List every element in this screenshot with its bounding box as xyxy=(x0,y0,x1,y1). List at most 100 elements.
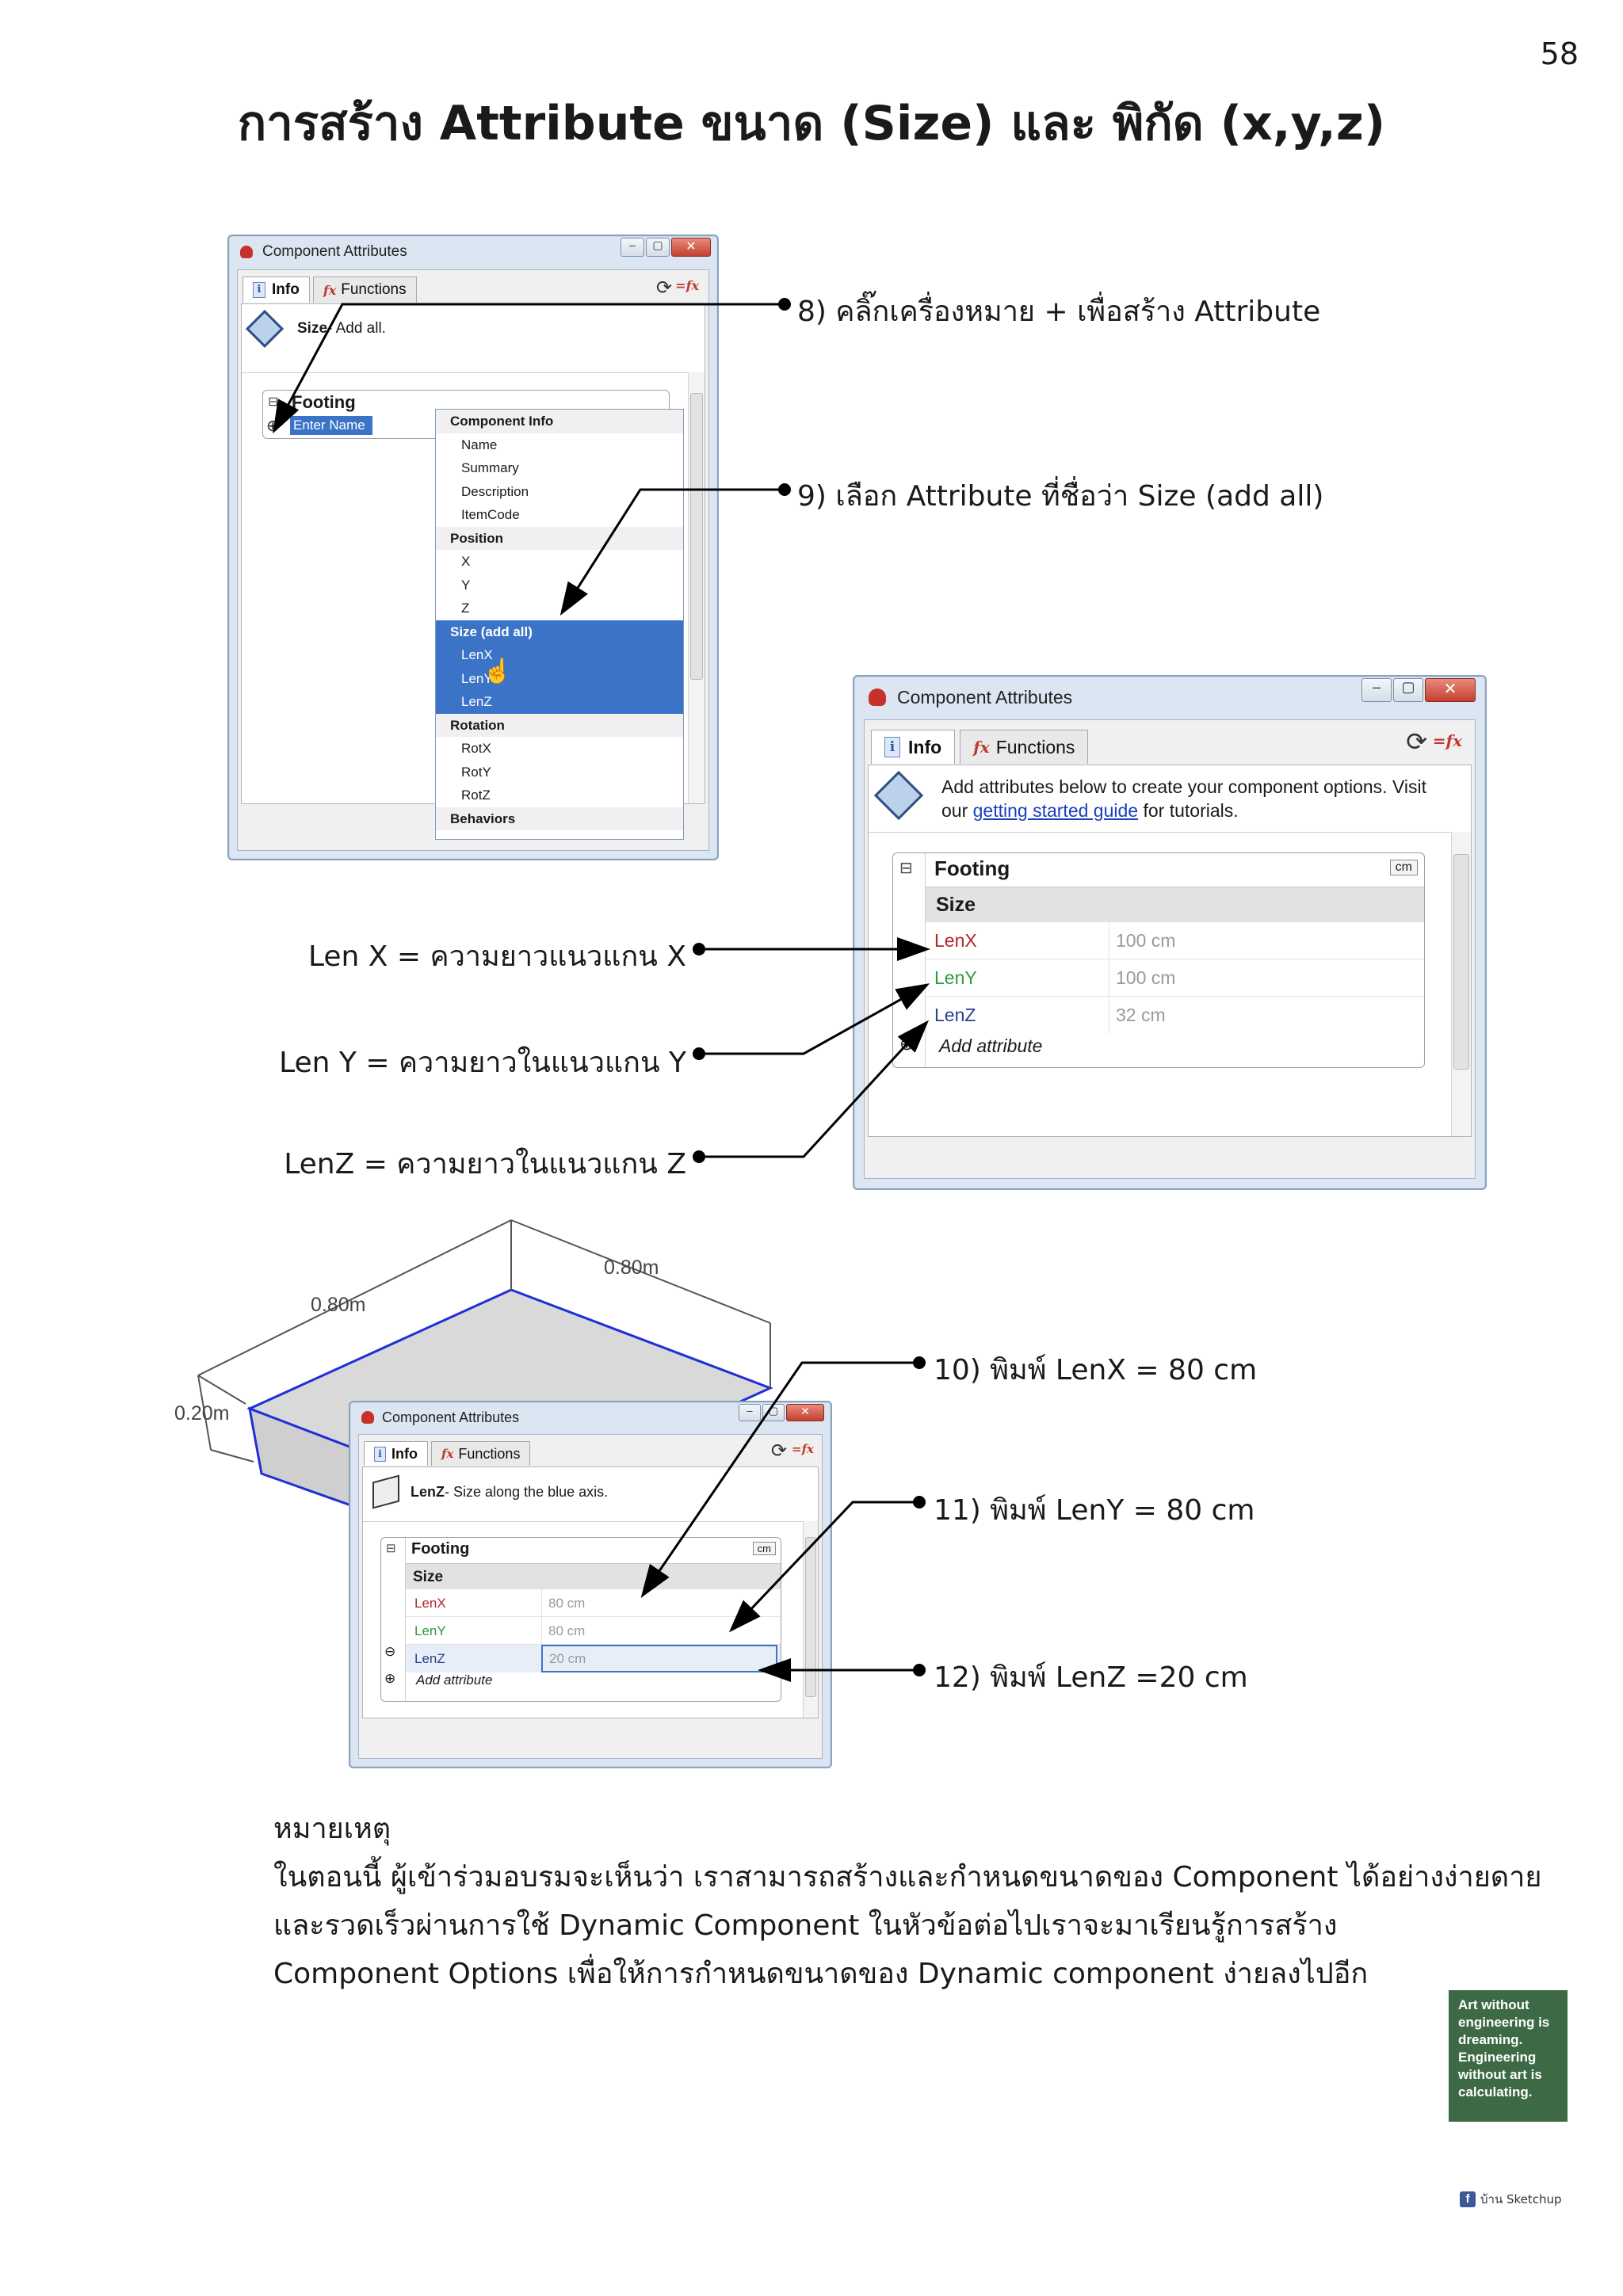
menu-item[interactable]: Summary xyxy=(461,460,519,475)
menu-item[interactable]: Z xyxy=(461,601,470,616)
attribute-value[interactable]: 80 cm xyxy=(541,1617,777,1645)
collapse-icon[interactable]: ⊟ xyxy=(268,395,279,409)
callout-step-10: 10) พิมพ์ LenX = 80 cm xyxy=(934,1354,1258,1386)
menu-item[interactable]: RotY xyxy=(461,764,491,780)
menu-item[interactable]: LenX xyxy=(436,643,683,667)
attribute-row[interactable]: LenZ 32 cm xyxy=(925,996,1424,1034)
menu-item[interactable]: Y xyxy=(461,577,471,593)
minimize-button[interactable]: – xyxy=(1361,678,1392,702)
scrollbar[interactable] xyxy=(1451,832,1471,1136)
component-attributes-dialog-1: Component Attributes – ▢ ✕ i Info fx Fun… xyxy=(227,235,719,860)
attribute-value[interactable]: 20 cm xyxy=(541,1645,777,1672)
remove-attribute-icon[interactable]: ⊖ xyxy=(384,1644,396,1659)
info-icon: i xyxy=(253,282,265,298)
menu-section-header[interactable]: Position xyxy=(436,526,683,550)
add-attribute-label[interactable]: Add attribute xyxy=(939,1035,1043,1056)
tab-info[interactable]: i Info xyxy=(871,730,956,764)
add-attribute-icon[interactable]: ⊕ xyxy=(899,1034,915,1054)
menu-item[interactable]: X xyxy=(461,554,471,569)
collapse-icon[interactable]: ⊟ xyxy=(899,860,913,877)
menu-section-header[interactable]: Component Info xyxy=(436,410,683,433)
attribute-row[interactable]: LenZ 20 cm xyxy=(405,1644,781,1672)
toggle-formula-icon[interactable]: =fx xyxy=(1432,731,1462,750)
page-title: การสร้าง Attribute ขนาด (Size) และ พิกัด… xyxy=(237,96,1386,151)
refresh-icon[interactable]: ⟳ xyxy=(1406,727,1427,756)
cube-icon xyxy=(372,1474,399,1509)
component-icon xyxy=(873,770,924,821)
menu-section-header[interactable]: Rotation xyxy=(436,713,683,737)
menu-item[interactable]: RotX xyxy=(461,741,491,756)
attribute-value[interactable]: 100 cm xyxy=(1109,922,1421,959)
hint-text: Add attributes below to create your comp… xyxy=(941,776,1426,821)
menu-section-header[interactable]: Behaviors xyxy=(436,807,683,830)
sketchup-app-icon xyxy=(361,1411,374,1424)
add-attribute-icon[interactable]: ⊕ xyxy=(266,418,280,435)
dimension-label-a: 0.80m xyxy=(311,1294,365,1316)
dimension-label-height: 0.20m xyxy=(174,1402,229,1425)
window-title: Component Attributes xyxy=(382,1409,520,1425)
minimize-button[interactable]: – xyxy=(621,238,644,257)
minimize-button[interactable]: – xyxy=(739,1404,761,1421)
attribute-value[interactable]: 32 cm xyxy=(1109,997,1421,1034)
collapse-icon[interactable]: ⊟ xyxy=(386,1542,396,1555)
note-line-3: Component Options เพื่อให้การกำหนดขนาดขอ… xyxy=(273,1958,1369,1990)
group-name: Footing xyxy=(934,856,1010,880)
close-button[interactable]: ✕ xyxy=(671,238,711,257)
menu-item[interactable]: Description xyxy=(461,483,529,499)
menu-item[interactable]: LenY xyxy=(436,666,683,690)
toggle-formula-icon[interactable]: =fx xyxy=(675,278,699,293)
close-button[interactable]: ✕ xyxy=(786,1404,824,1421)
attribute-name: LenY xyxy=(414,1623,446,1638)
attribute-name: LenZ xyxy=(414,1650,445,1666)
group-name: Footing xyxy=(411,1540,470,1558)
unit-badge[interactable]: cm xyxy=(752,1542,776,1555)
callout-step-11: 11) พิมพ์ LenY = 80 cm xyxy=(934,1494,1255,1527)
hint-text: - Add all. xyxy=(327,320,386,337)
refresh-icon[interactable]: ⟳ xyxy=(655,277,672,299)
tab-functions-label: Functions xyxy=(995,736,1075,757)
menu-item[interactable]: Name xyxy=(461,437,498,452)
tab-functions[interactable]: fx Functions xyxy=(312,277,417,303)
callout-step-12: 12) พิมพ์ LenZ =20 cm xyxy=(934,1661,1248,1694)
add-attribute-label[interactable]: Add attribute xyxy=(416,1672,493,1688)
tab-info[interactable]: i Info xyxy=(364,1441,428,1466)
attribute-value[interactable]: 100 cm xyxy=(1109,959,1421,997)
attribute-value[interactable]: 80 cm xyxy=(541,1589,777,1617)
maximize-button[interactable]: ▢ xyxy=(646,238,670,257)
section-header: Size xyxy=(413,1569,444,1585)
menu-item[interactable]: LenZ xyxy=(436,690,683,714)
tab-info[interactable]: i Info xyxy=(242,277,310,303)
scrollbar[interactable] xyxy=(803,1521,818,1718)
hint-text-end: for tutorials. xyxy=(1138,800,1239,821)
refresh-icon[interactable]: ⟳ xyxy=(770,1440,787,1462)
maximize-button[interactable]: ▢ xyxy=(1393,678,1423,702)
label-len-z: LenZ = ความยาวในแนวแกน Z xyxy=(284,1148,686,1180)
close-button[interactable]: ✕ xyxy=(1425,678,1476,702)
attribute-name-input[interactable]: Enter Name xyxy=(290,416,372,435)
tab-functions[interactable]: fx Functions xyxy=(960,730,1089,764)
maximize-button[interactable]: ▢ xyxy=(762,1404,785,1421)
sketchup-app-icon xyxy=(240,246,253,258)
tab-info-label: Info xyxy=(908,736,942,757)
unit-badge[interactable]: cm xyxy=(1389,860,1418,875)
facebook-footer[interactable]: f บ้าน Sketchup xyxy=(1460,2190,1562,2209)
menu-section-header[interactable]: Size (add all) xyxy=(436,620,683,643)
info-icon: i xyxy=(884,737,900,757)
add-attribute-icon[interactable]: ⊕ xyxy=(384,1671,396,1686)
attribute-row[interactable]: LenY 80 cm xyxy=(405,1616,781,1645)
page-number: 58 xyxy=(1540,36,1579,71)
toggle-formula-icon[interactable]: =fx xyxy=(792,1442,814,1456)
component-attributes-dialog-2: Component Attributes – ▢ ✕ i Info fx Fun… xyxy=(853,675,1487,1190)
menu-item[interactable]: RotZ xyxy=(461,788,491,803)
tab-functions[interactable]: fx Functions xyxy=(431,1441,531,1466)
menu-item[interactable]: ItemCode xyxy=(461,507,520,522)
scrollbar[interactable] xyxy=(688,372,705,803)
hint-bold: LenZ xyxy=(411,1483,445,1500)
tab-functions-label: Functions xyxy=(341,281,407,298)
attribute-name: LenZ xyxy=(934,1005,976,1025)
getting-started-link[interactable]: getting started guide xyxy=(972,800,1139,821)
